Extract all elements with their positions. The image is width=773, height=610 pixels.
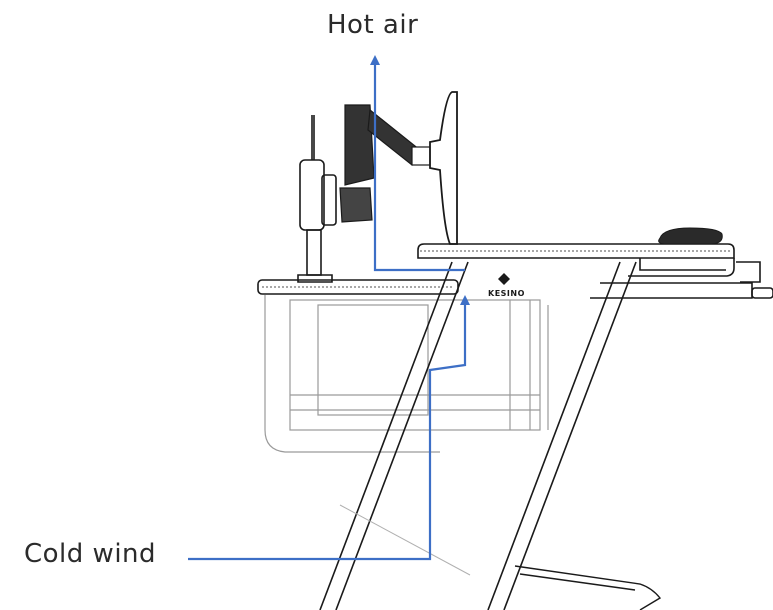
pc-cabinet [264,295,549,453]
brand-name: KESINO [488,289,525,298]
monitor-arm [339,104,431,223]
foot-base [339,504,662,610]
cold-wind-label: Cold wind [24,539,157,569]
mouse [658,227,723,245]
hot-air-label: Hot air [327,10,419,40]
desk-legs [319,261,637,610]
cold-wind-arrow [188,295,470,561]
hot-air-arrow [370,55,465,272]
kesino-logo: KESINO [488,273,525,298]
left-desk-top [257,279,459,295]
microphone-stand [297,115,337,283]
monitor [429,91,458,245]
right-desk-top [417,243,773,299]
